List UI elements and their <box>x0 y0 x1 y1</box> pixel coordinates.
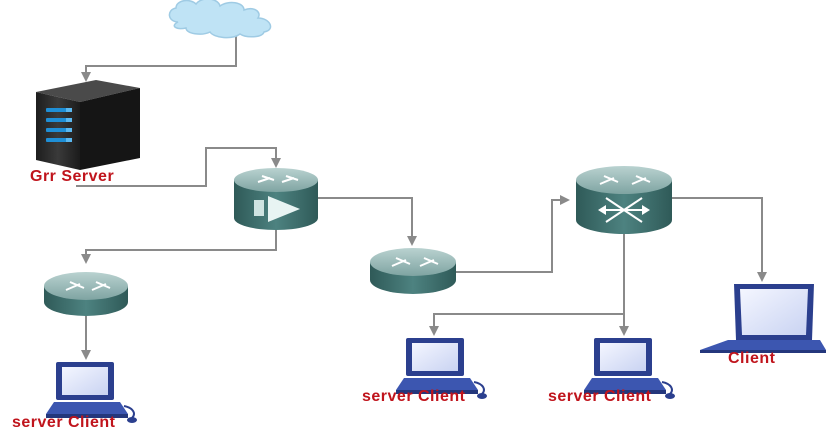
label-grr-server: Grr Server <box>30 168 115 185</box>
workstation-icon-left <box>46 362 137 423</box>
links <box>76 30 767 360</box>
link-router3-switch <box>456 195 570 273</box>
router-icon-main <box>234 168 318 230</box>
cloud-icon <box>168 0 272 39</box>
label-client-left: server Client <box>12 414 116 431</box>
label-client-laptop: Client <box>728 350 776 367</box>
link-switch-ws-mid <box>429 313 624 336</box>
laptop-icon <box>700 284 826 353</box>
router-icon-left <box>44 272 128 316</box>
switch-icon <box>576 166 672 234</box>
router-icon-middle <box>370 248 456 294</box>
server-tower-icon <box>36 80 140 170</box>
link-router1-router3 <box>318 197 417 246</box>
label-client-right: server Client <box>548 388 652 405</box>
workstation-icon-mid <box>396 338 487 399</box>
label-client-mid: server Client <box>362 388 466 405</box>
link-cloud-server <box>81 30 237 82</box>
link-router1-router2 <box>81 228 277 264</box>
workstation-icon-right <box>584 338 675 399</box>
link-switch-laptop <box>672 197 767 282</box>
link-server-router1 <box>76 147 281 187</box>
